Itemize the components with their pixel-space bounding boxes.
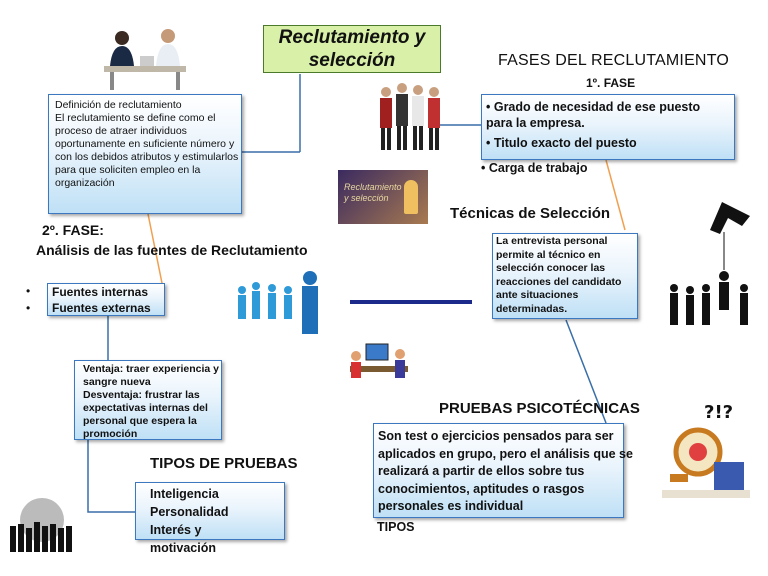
business-team-image: [380, 83, 440, 150]
connector-fases-tecnicas: [605, 159, 626, 231]
bullet-marker: •: [26, 284, 31, 298]
definition-line: para que soliciten empleo en la: [55, 164, 201, 176]
tipo-item: Interés y motivación: [150, 523, 216, 555]
pruebas-psico-line: aplicados en grupo, pero el análisis que…: [378, 446, 633, 461]
definition-line: con los debidos atributos y estimularlos: [55, 151, 239, 163]
connector-definition-fase2: [147, 213, 164, 289]
ventaja-line: Desventaja: frustrar las: [83, 389, 200, 401]
tecnicas-line: La entrevista personal: [496, 235, 608, 247]
fase-item: para la empresa.: [486, 116, 585, 130]
tipos-label: TIPOS: [377, 520, 415, 534]
title-line1: Reclutamiento y: [278, 27, 426, 48]
pruebas-psico-line: Son test o ejercicios pensados para ser: [378, 429, 614, 443]
svg-text:?!?: ?!?: [704, 402, 733, 423]
tecnicas-line: reacciones del candidato: [496, 275, 622, 288]
tipos-pruebas-box: Inteligencia Personalidad Interés y moti…: [135, 482, 285, 555]
silhouettes-image: [238, 271, 318, 334]
bullet-marker: •: [26, 301, 31, 315]
fase-item: • Grado de necesidad de ese puesto: [486, 100, 701, 114]
pruebas-psico-line: personales es individual: [378, 499, 524, 513]
definition-line: proceso de atraer individuos: [55, 125, 187, 137]
ventaja-line: personal que espera la: [83, 415, 197, 427]
tecnicas-box: La entrevista personal permite al técnic…: [492, 233, 638, 319]
connector-ventaja-tipos: [87, 440, 135, 513]
crowd-globe-image: [10, 498, 72, 552]
ventaja-line: Ventaja: traer experiencia y: [83, 363, 219, 375]
logo-text: Reclutamiento y selección: [344, 182, 402, 203]
fase-item-carga: • Carga de trabajo: [481, 161, 588, 175]
fases-box: • Grado de necesidad de ese puesto para …: [481, 94, 735, 160]
office-workers-image: [350, 343, 408, 378]
definition-heading: Definición de reclutamiento: [55, 99, 182, 111]
fases-heading: FASES DEL RECLUTAMIENTO: [498, 52, 730, 69]
tecnicas-line: selección conocer las: [496, 262, 606, 274]
definition-line: El reclutamiento se define como el: [55, 112, 216, 124]
tipo-item: Personalidad: [150, 505, 229, 519]
interview-photo-image: [104, 29, 186, 90]
tecnicas-line: ante situaciones: [496, 289, 579, 301]
hand-puppet-image: [670, 202, 750, 325]
fuente-item: Fuentes externas: [52, 301, 151, 315]
connector-tecnicas-pruebas: [565, 319, 607, 424]
logo-figure-icon: [404, 180, 418, 214]
pruebas-psico-heading: PRUEBAS PSICOTÉCNICAS: [439, 400, 640, 417]
pruebas-psico-box: Son test o ejercicios pensados para ser …: [373, 423, 633, 518]
ventaja-box: Ventaja: traer experiencia y sangre nuev…: [74, 360, 222, 440]
fase-item: • Titulo exacto del puesto: [486, 136, 637, 150]
tipo-item: Inteligencia: [150, 487, 219, 501]
pruebas-psico-line: conocimientos, aptitudes o rasgos: [378, 481, 585, 496]
fuentes-box: Fuentes internas Fuentes externas: [47, 283, 165, 316]
pruebas-psico-line: realizará a partir de ellos sobre tus: [378, 464, 585, 478]
tecnicas-heading: Técnicas de Selección: [450, 205, 611, 222]
ventaja-line: sangre nueva: [83, 376, 151, 388]
tecnicas-line: permite al técnico en: [496, 248, 601, 261]
definition-line: oportunamente en suficiente número y: [55, 138, 235, 150]
ventaja-line: promoción: [83, 428, 138, 440]
definition-line: organización: [55, 177, 115, 189]
title-box: Reclutamiento y selección: [263, 25, 441, 73]
second-phase-label: 2º. FASE:: [42, 222, 104, 238]
second-phase-title: Análisis de las fuentes de Reclutamiento: [36, 242, 308, 258]
tecnicas-line: determinadas.: [496, 302, 568, 315]
title-line2: selección: [308, 50, 396, 71]
tipos-pruebas-heading: TIPOS DE PRUEBAS: [150, 455, 298, 472]
fuente-item: Fuentes internas: [52, 285, 149, 299]
definition-box: Definición de reclutamiento El reclutami…: [48, 94, 242, 214]
ventaja-line: expectativas internas del: [83, 402, 208, 414]
magnifier-man-image: ?!?: [662, 402, 750, 498]
logo-image: Reclutamiento y selección: [338, 170, 428, 224]
first-phase-label: 1º. FASE: [586, 76, 636, 90]
